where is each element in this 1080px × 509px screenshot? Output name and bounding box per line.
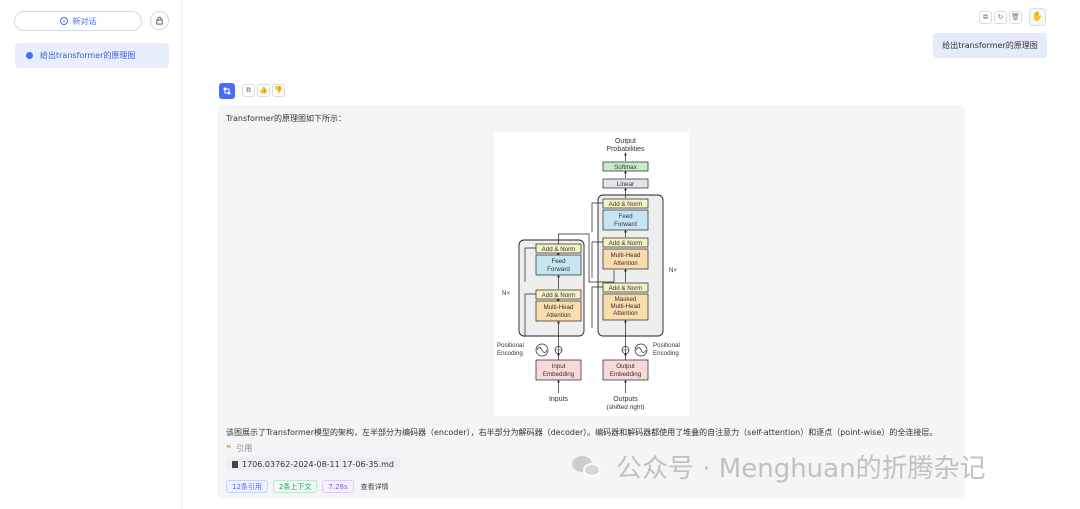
wechat-icon [572,454,602,480]
decoder-mha-2: Attention [613,260,638,267]
decoder-ff-2: Forward [614,221,637,228]
decoder-add-norm-2: Add & Norm [609,240,643,247]
quote-icon: ❝ [226,443,232,454]
refresh-button[interactable]: ↻ [994,11,1007,24]
decoder-nx: N× [669,267,677,274]
decoder-add-norm-3: Add & Norm [609,201,643,208]
conversation-icon [26,52,33,59]
new-chat-label: 新对话 [72,16,97,26]
encoder-add-norm-1: Add & Norm [542,292,576,299]
like-button[interactable]: 👍 [257,84,270,97]
answer-card: Transformer的原理图如下所示： Add & Norm Feed For… [217,105,965,499]
answer-description: 该图展示了Transformer模型的架构，左半部分为编码器（encoder），… [226,428,938,437]
bot-avatar [219,83,235,99]
encoder-mha-2: Attention [546,312,571,319]
trash-icon: 🗑 [1011,13,1020,21]
decoder-add-norm-1: Add & Norm [609,285,643,292]
citation-file-name: 1706.03762-2024-08-11 17-06-35.md [242,459,394,469]
citation-file[interactable]: 1706.03762-2024-08-11 17-06-35.md [226,457,400,471]
sidebar-conversation-item[interactable]: 给出transformer的原理图 [15,43,169,68]
thumbs-up-icon: 👍 [259,86,268,94]
input-emb-2: Embedding [543,371,575,378]
delete-button[interactable]: 🗑 [1009,11,1022,24]
copy-icon: ⧉ [246,86,251,94]
duration-tag: 7.28s [322,480,354,493]
context-count-tag[interactable]: 2条上下文 [272,480,318,493]
encoder-mha-1: Multi-Head [544,304,574,311]
copy-icon: ⧉ [983,13,988,21]
lock-icon [156,16,163,25]
encoder-nx: N× [502,290,510,297]
decoder-masked-3: Attention [613,310,638,317]
file-icon [232,460,238,468]
hand-icon: ✋ [1031,12,1044,22]
dislike-button[interactable]: 👎 [272,84,285,97]
message-actions: ⧉ ↻ 🗑 [979,11,1022,24]
citation-count-tag[interactable]: 12条引用 [226,480,268,493]
answer-actions: ⧉ 👍 👎 [242,84,285,97]
inputs-label: Inputs [549,396,569,403]
pos-enc-right-2: Encoding [653,350,679,357]
encoder-add-norm-2: Add & Norm [542,246,576,253]
copy-answer-button[interactable]: ⧉ [242,84,255,97]
thumbs-down-icon: 👎 [274,86,283,94]
bot-icon [223,87,231,95]
answer-meta-tags: 12条引用 2条上下文 7.28s 查看详情 [226,480,389,493]
citation-label: 引用 [236,444,253,453]
citation-header: ❝ 引用 [226,443,252,454]
copy-button[interactable]: ⧉ [979,11,992,24]
new-chat-button[interactable]: 新对话 [14,11,142,31]
decoder-ff-1: Feed [618,213,633,220]
view-details-link[interactable]: 查看详情 [360,482,389,491]
answer-intro: Transformer的原理图如下所示： [226,114,347,123]
output-prob-1: Output [615,138,636,145]
encoder-ff-1: Feed [551,258,566,265]
sidebar: 新对话 给出transformer的原理图 [0,0,182,509]
conversation-title: 给出transformer的原理图 [40,51,136,60]
chat-bubble-icon [59,17,68,25]
user-avatar: ✋ [1029,8,1046,26]
outputs-label-2: (shifted right) [607,404,645,411]
softmax-label: Softmax [614,164,638,171]
input-emb-1: Input [552,363,566,370]
linear-label: Linear [617,181,634,188]
transformer-diagram: Add & Norm Feed Forward Add & Norm Multi… [494,132,689,416]
output-emb-1: Output [616,363,635,370]
pos-enc-right-1: Positional [653,342,680,349]
pos-enc-left-2: Encoding [497,350,523,357]
outputs-label-1: Outputs [613,396,638,403]
user-message: 给出transformer的原理图 [933,33,1047,58]
encoder-stack [518,239,585,337]
output-emb-2: Embedding [610,371,642,378]
encoder-ff-2: Forward [547,266,570,273]
decoder-masked-1: Masked [615,296,637,303]
lock-button[interactable] [150,11,169,30]
watermark-text: 公众号 · Menghuan的折腾杂记 [616,454,986,484]
refresh-icon: ↻ [997,13,1004,21]
decoder-mha-1: Multi-Head [611,252,641,259]
output-prob-2: Probabilities [606,146,645,153]
decoder-masked-2: Multi-Head [611,303,641,310]
watermark: 公众号 · Menghuan的折腾杂记 [572,448,986,485]
pos-enc-left-1: Positional [497,342,524,349]
